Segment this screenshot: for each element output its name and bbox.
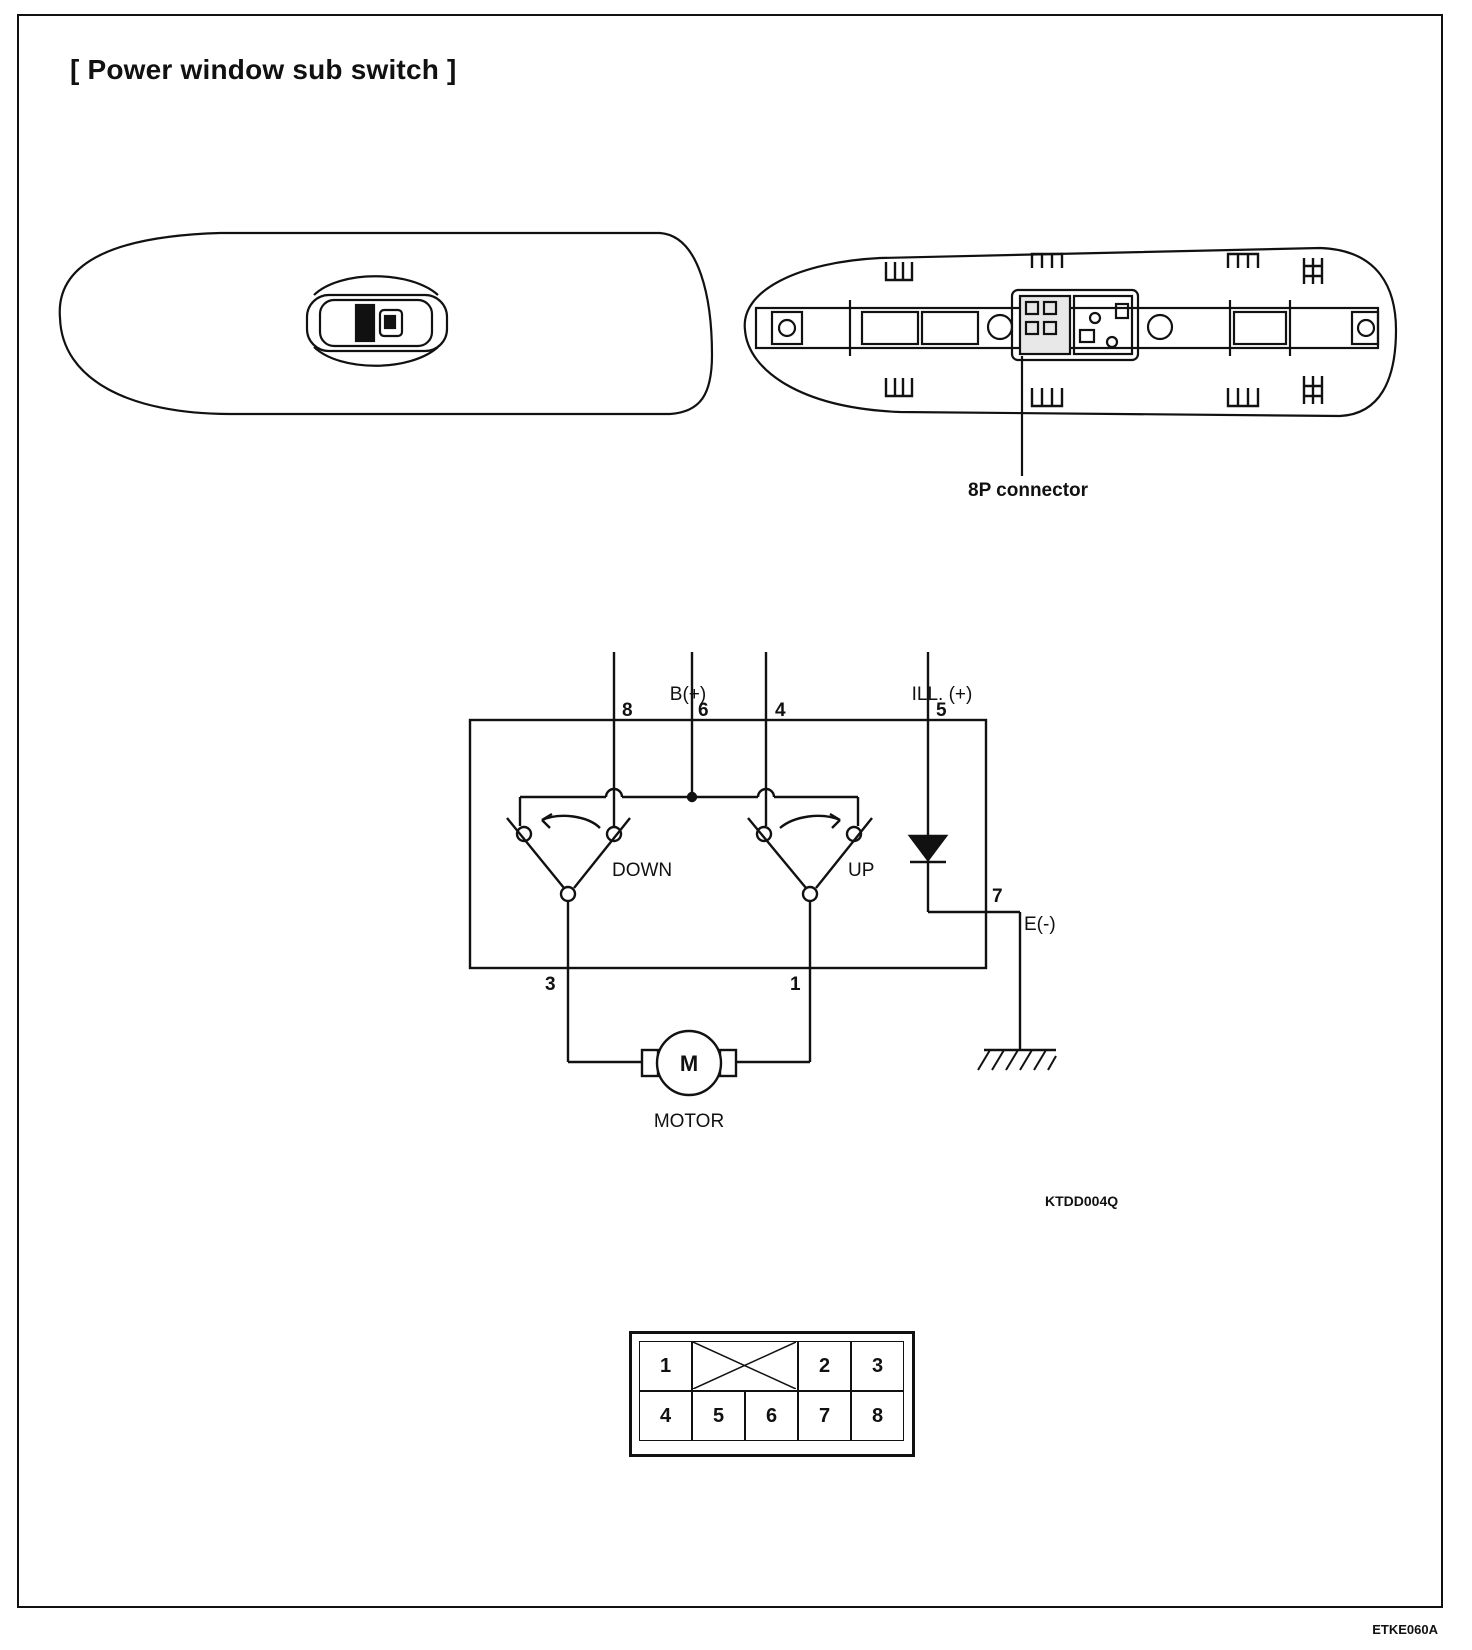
terminal-5-label: 5: [936, 700, 947, 721]
motor-label: MOTOR: [654, 1111, 724, 1132]
blank-cross-mark: [693, 1342, 796, 1389]
pin-blank-crossed: [692, 1341, 798, 1391]
switch-housing-box: [468, 718, 988, 970]
switch-front-view: [58, 231, 714, 416]
terminal-4-label: 4: [775, 700, 786, 721]
terminal-1-label: 1: [790, 974, 801, 995]
pin-6: 6: [745, 1391, 798, 1441]
schematic: [468, 652, 1057, 1097]
pin-2: 2: [798, 1341, 851, 1391]
down-label: DOWN: [612, 860, 672, 881]
figure-frame: [17, 14, 1443, 1608]
reference-code: KTDD004Q: [1045, 1193, 1118, 1209]
pin-8: 8: [851, 1391, 904, 1441]
terminal-8-label: 8: [622, 700, 633, 721]
connector-pin-table: 1 2 3 4 5 6 7 8: [629, 1331, 915, 1457]
terminal-6-label: 6: [698, 700, 709, 721]
switch-rear-view: [743, 246, 1398, 476]
pin-7: 7: [798, 1391, 851, 1441]
up-label: UP: [848, 860, 874, 881]
connector-label: 8P connector: [968, 480, 1089, 501]
figure-code: ETKE060A: [1372, 1622, 1438, 1637]
terminal-7-label: 7: [992, 886, 1003, 907]
pin-5: 5: [692, 1391, 745, 1441]
terminal-3-label: 3: [545, 974, 556, 995]
connector-pin-grid: 1 2 3 4 5 6 7 8: [639, 1341, 905, 1447]
ill-plus-label: ILL. (+): [912, 684, 973, 705]
e-minus-label: E(-): [1024, 914, 1056, 935]
pin-1: 1: [639, 1341, 692, 1391]
b-plus-label: B(+): [670, 684, 706, 705]
figure-title: [ Power window sub switch ]: [70, 54, 457, 85]
pin-3: 3: [851, 1341, 904, 1391]
pin-4: 4: [639, 1391, 692, 1441]
motor-symbol: M: [680, 1051, 698, 1076]
